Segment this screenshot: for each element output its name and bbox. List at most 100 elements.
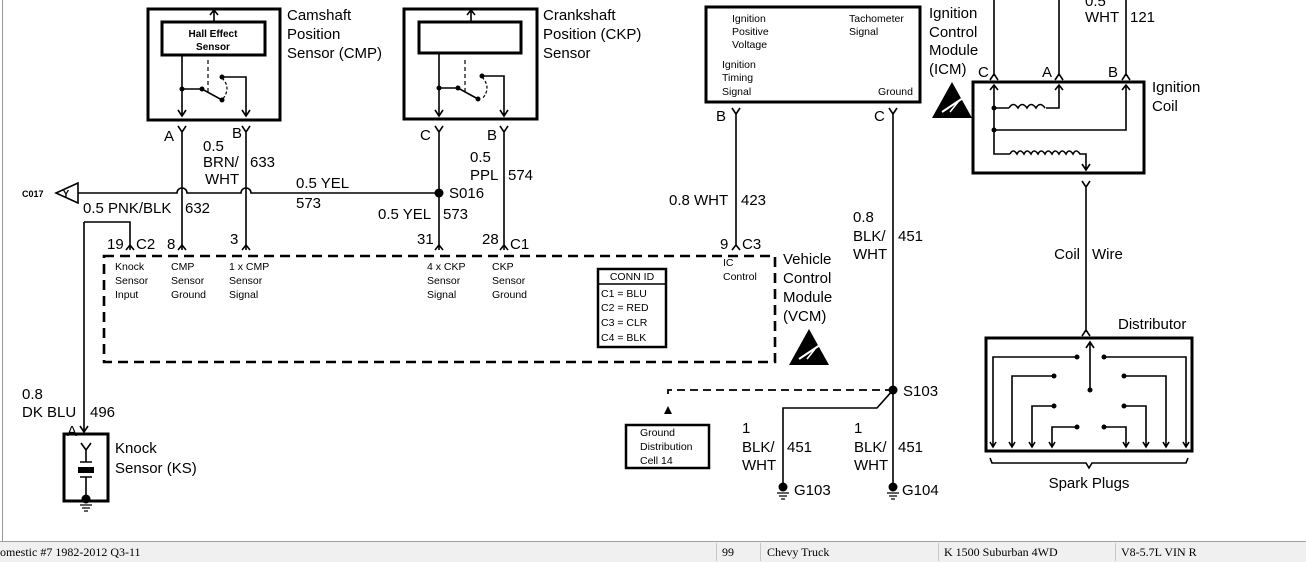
icm-label: Positive xyxy=(732,26,769,38)
spark-plug-lead xyxy=(1124,405,1150,449)
wire-color: WHT xyxy=(1085,9,1119,26)
vcm-label: Sensor xyxy=(115,275,149,287)
conn-id-row: C1 = BLU xyxy=(601,288,647,300)
distributor: Distributor Spark Plugs xyxy=(984,316,1194,492)
esd-warning-icon xyxy=(931,81,973,119)
vcm-title: Control xyxy=(783,270,831,287)
vcm-label: CKP xyxy=(492,261,514,273)
window-border xyxy=(2,0,3,541)
vcm-label: Signal xyxy=(229,289,258,301)
wire-color: WHT xyxy=(742,457,776,474)
splice-label: S016 xyxy=(449,185,484,202)
knock-title: Sensor (KS) xyxy=(115,460,197,477)
wire-circuit: 451 xyxy=(787,439,812,456)
wire-label: 0.5 YEL xyxy=(378,206,431,223)
wire-color: WHT xyxy=(205,171,239,188)
cmp-pin-b: B xyxy=(232,125,242,142)
distributor-contact xyxy=(1051,403,1057,409)
vcm-title: (VCM) xyxy=(783,308,826,325)
status-divider xyxy=(716,543,717,561)
vcm-label: Sensor xyxy=(229,275,263,287)
status-divider xyxy=(1115,543,1116,561)
vcm-pin: 31 xyxy=(417,231,434,248)
spark-plug-lead xyxy=(1028,405,1054,449)
conn-id-row: C4 = BLK xyxy=(601,332,646,344)
ckp-pin-b: B xyxy=(487,127,497,144)
coil-pin-c: C xyxy=(978,64,989,81)
spark-plug-lead xyxy=(989,356,1077,449)
ckp-title: Position (CKP) xyxy=(543,26,641,43)
status-divider xyxy=(760,543,761,561)
ckp-title: Sensor xyxy=(543,45,591,62)
wire-label: 0.5 PNK/BLK xyxy=(83,200,171,217)
wire-size: 1 xyxy=(854,420,862,437)
wire-circuit: 574 xyxy=(508,167,533,184)
icm-label: Ground xyxy=(878,86,913,98)
coil-title: Ignition xyxy=(1152,79,1200,96)
icm-module: Ignition Positive Voltage Tachometer Sig… xyxy=(669,5,978,487)
wire-color: BLK/ xyxy=(854,439,887,456)
icm-pin-c: C xyxy=(874,108,885,125)
ignition-coil: 0.5 WHT 121 C A B Ignition Coil Coil Wir… xyxy=(971,0,1200,337)
spark-plug-lead xyxy=(1104,426,1130,449)
wire-color: WHT xyxy=(854,457,888,474)
icm-pin-b: B xyxy=(716,108,726,125)
cmp-sensor: Hall Effect Sensor Camshaft Position Sen… xyxy=(146,7,382,250)
ckp-pin-c: C xyxy=(420,127,431,144)
distributor-contact xyxy=(1051,373,1057,379)
wire-circuit: 451 xyxy=(898,439,923,456)
vcm-connector: C2 xyxy=(136,236,155,253)
icm-label: Ignition xyxy=(722,59,756,71)
spark-plug-lead xyxy=(1048,426,1077,449)
icm-title: Ignition xyxy=(929,5,977,22)
ground-label: G103 xyxy=(794,482,831,499)
hall-effect-label: Sensor xyxy=(196,42,230,53)
cmp-pin-a: A xyxy=(164,128,174,145)
wire-color: WHT xyxy=(853,246,887,263)
vcm-pin: 8 xyxy=(167,236,175,253)
knock-title: Knock xyxy=(115,440,157,457)
vcm-pin: 28 xyxy=(482,231,499,248)
icm-label: Voltage xyxy=(732,39,767,51)
cmp-title: Position xyxy=(287,26,340,43)
distributor-contact xyxy=(1101,424,1107,430)
ground-icon xyxy=(886,481,900,500)
vcm-label: Ground xyxy=(171,289,206,301)
icm-label: Signal xyxy=(722,86,751,98)
ckp-title: Crankshaft xyxy=(543,7,616,24)
status-model: K 1500 Suburban 4WD xyxy=(944,545,1058,559)
wire-circuit: 451 xyxy=(898,228,923,245)
status-engine: V8-5.7L VIN R xyxy=(1121,545,1197,559)
coil-pin-a: A xyxy=(1042,64,1052,81)
distributor-contact xyxy=(1074,424,1080,430)
wire-size: 0.5 xyxy=(1085,0,1106,10)
wire-label: 0.8 WHT xyxy=(669,192,728,209)
spark-plugs-label: Spark Plugs xyxy=(1049,475,1130,492)
vcm-label: IC xyxy=(723,257,734,269)
coil-pin-b: B xyxy=(1108,64,1118,81)
vcm-label: Input xyxy=(115,289,138,301)
wire-size: 0.8 xyxy=(22,386,43,403)
wire-circuit: 121 xyxy=(1130,9,1155,26)
splice-label: S103 xyxy=(903,383,938,400)
conn-id-row: C3 = CLR xyxy=(601,317,648,329)
ckp-sensor: Crankshaft Position (CKP) Sensor C B 0.5… xyxy=(378,7,641,250)
vcm-label: Sensor xyxy=(427,275,461,287)
distributor-contact xyxy=(1074,354,1080,360)
vcm-label: 1 x CMP xyxy=(229,261,269,273)
distributor-contact xyxy=(1101,354,1107,360)
c017-label: C017 xyxy=(22,189,44,199)
icm-label: Signal xyxy=(849,26,878,38)
wire-circuit: 423 xyxy=(741,192,766,209)
wire-size: 0.5 xyxy=(203,138,224,155)
vcm-pin: 19 xyxy=(107,236,124,253)
status-make: Chevy Truck xyxy=(767,545,830,559)
wire-size: 1 xyxy=(742,420,750,437)
ground-dist-label: Distribution xyxy=(640,441,693,453)
vcm-title: Vehicle xyxy=(783,251,831,268)
distributor-title: Distributor xyxy=(1118,316,1186,333)
wire-circuit: 573 xyxy=(443,206,468,223)
icm-title: (ICM) xyxy=(929,61,967,78)
vcm-label: Control xyxy=(723,271,757,283)
wire-color: BLK/ xyxy=(742,439,775,456)
